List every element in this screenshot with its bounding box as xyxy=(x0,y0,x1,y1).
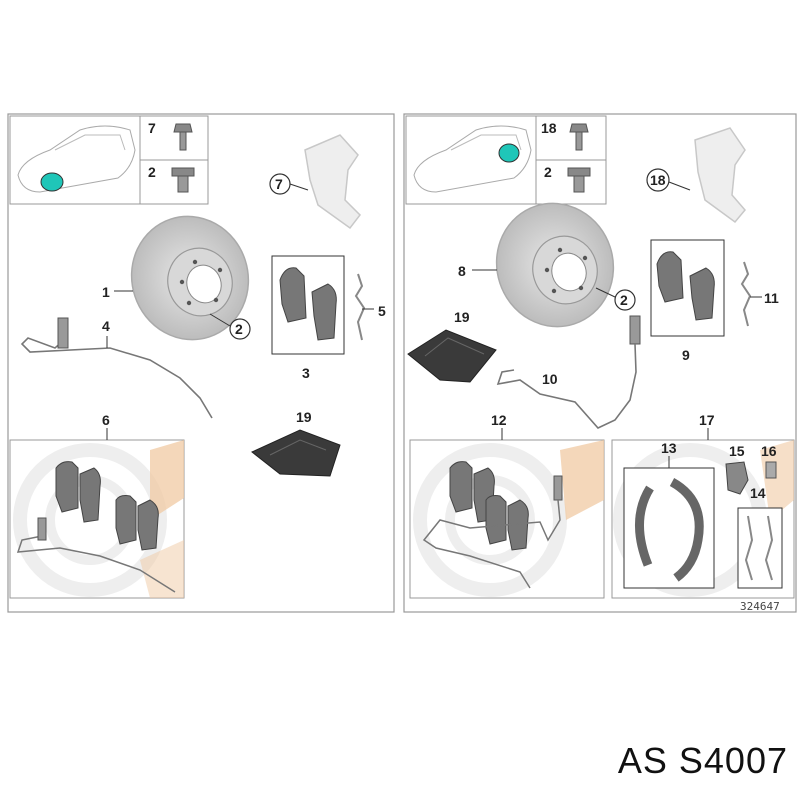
rear-bolt-a-icon xyxy=(569,123,589,151)
rear-label-bolt-a: 18 xyxy=(541,120,557,136)
rear-spring: 11 xyxy=(740,261,779,327)
rear-label-bolt-small: 2 xyxy=(620,292,628,308)
front-label-mat: 19 xyxy=(296,409,312,425)
rear-part-14-kit: 14 xyxy=(737,485,783,589)
rear-label-part14: 14 xyxy=(750,485,766,501)
rear-label-guide: 18 xyxy=(650,172,666,188)
front-pad-set: 3 xyxy=(271,255,345,381)
front-label-pad-set: 3 xyxy=(302,365,310,381)
front-spring: 5 xyxy=(354,273,386,341)
front-label-repair-kit: 6 xyxy=(102,412,110,428)
rear-label-sensor: 10 xyxy=(542,371,558,387)
front-label-disc: 1 xyxy=(102,284,110,300)
rear-axle-panel: 18 2 18 8 2 xyxy=(403,113,797,613)
rear-label-disc: 8 xyxy=(458,263,466,279)
front-label-sensor: 4 xyxy=(102,318,110,334)
rear-label-repair-kit: 12 xyxy=(491,412,507,428)
diagram-reference-number: 324647 xyxy=(740,600,780,613)
rear-parking-brake-kit: 17 13 15 16 14 xyxy=(611,412,795,599)
rear-label-spring: 11 xyxy=(764,290,779,306)
rear-wear-sensor: 10 xyxy=(496,315,641,429)
front-label-bolt-a: 7 xyxy=(148,120,156,136)
rear-pad-set: 9 xyxy=(650,239,725,363)
rear-mat: 19 xyxy=(407,309,497,383)
front-axle-panel: 7 2 7 1 2 xyxy=(7,113,395,613)
rear-label-bolt-b: 2 xyxy=(544,164,552,180)
rear-brake-shoes: 13 xyxy=(623,440,715,589)
front-label-bolt-b: 2 xyxy=(148,164,156,180)
front-label-bolt-small: 2 xyxy=(235,321,243,337)
front-wear-sensor: 4 xyxy=(20,317,213,419)
rear-label-pad-set: 9 xyxy=(682,347,690,363)
front-car-thumbnail xyxy=(9,115,141,205)
part-caption: AS S4007 xyxy=(617,740,788,781)
front-wheel-marker xyxy=(40,172,64,192)
rear-brake-disc: 8 2 xyxy=(458,202,636,328)
rear-wheel-marker xyxy=(498,143,520,163)
front-brake-disc: 1 2 xyxy=(102,215,251,341)
front-bolt-a-icon xyxy=(173,123,193,151)
rear-label-part15: 15 xyxy=(729,443,745,459)
rear-repair-kit: 12 xyxy=(409,412,605,599)
rear-label-mat: 19 xyxy=(454,309,470,325)
rear-label-part16: 16 xyxy=(761,443,777,459)
rear-label-parking-kit: 17 xyxy=(699,412,715,428)
rear-caliper-guide: 18 xyxy=(646,127,746,224)
front-bolt-b-icon xyxy=(171,167,195,193)
rear-part-15: 15 xyxy=(725,443,749,495)
rear-car-thumbnail xyxy=(405,115,537,205)
front-mat: 19 xyxy=(251,409,341,477)
front-label-guide: 7 xyxy=(275,176,283,192)
front-caliper-guide: 7 xyxy=(269,134,361,230)
rear-label-shoes: 13 xyxy=(661,440,677,456)
rear-bolt-b-icon xyxy=(567,167,591,193)
front-repair-kit: 6 xyxy=(9,412,185,599)
front-label-spring: 5 xyxy=(378,303,386,319)
rear-part-16: 16 xyxy=(761,443,777,479)
